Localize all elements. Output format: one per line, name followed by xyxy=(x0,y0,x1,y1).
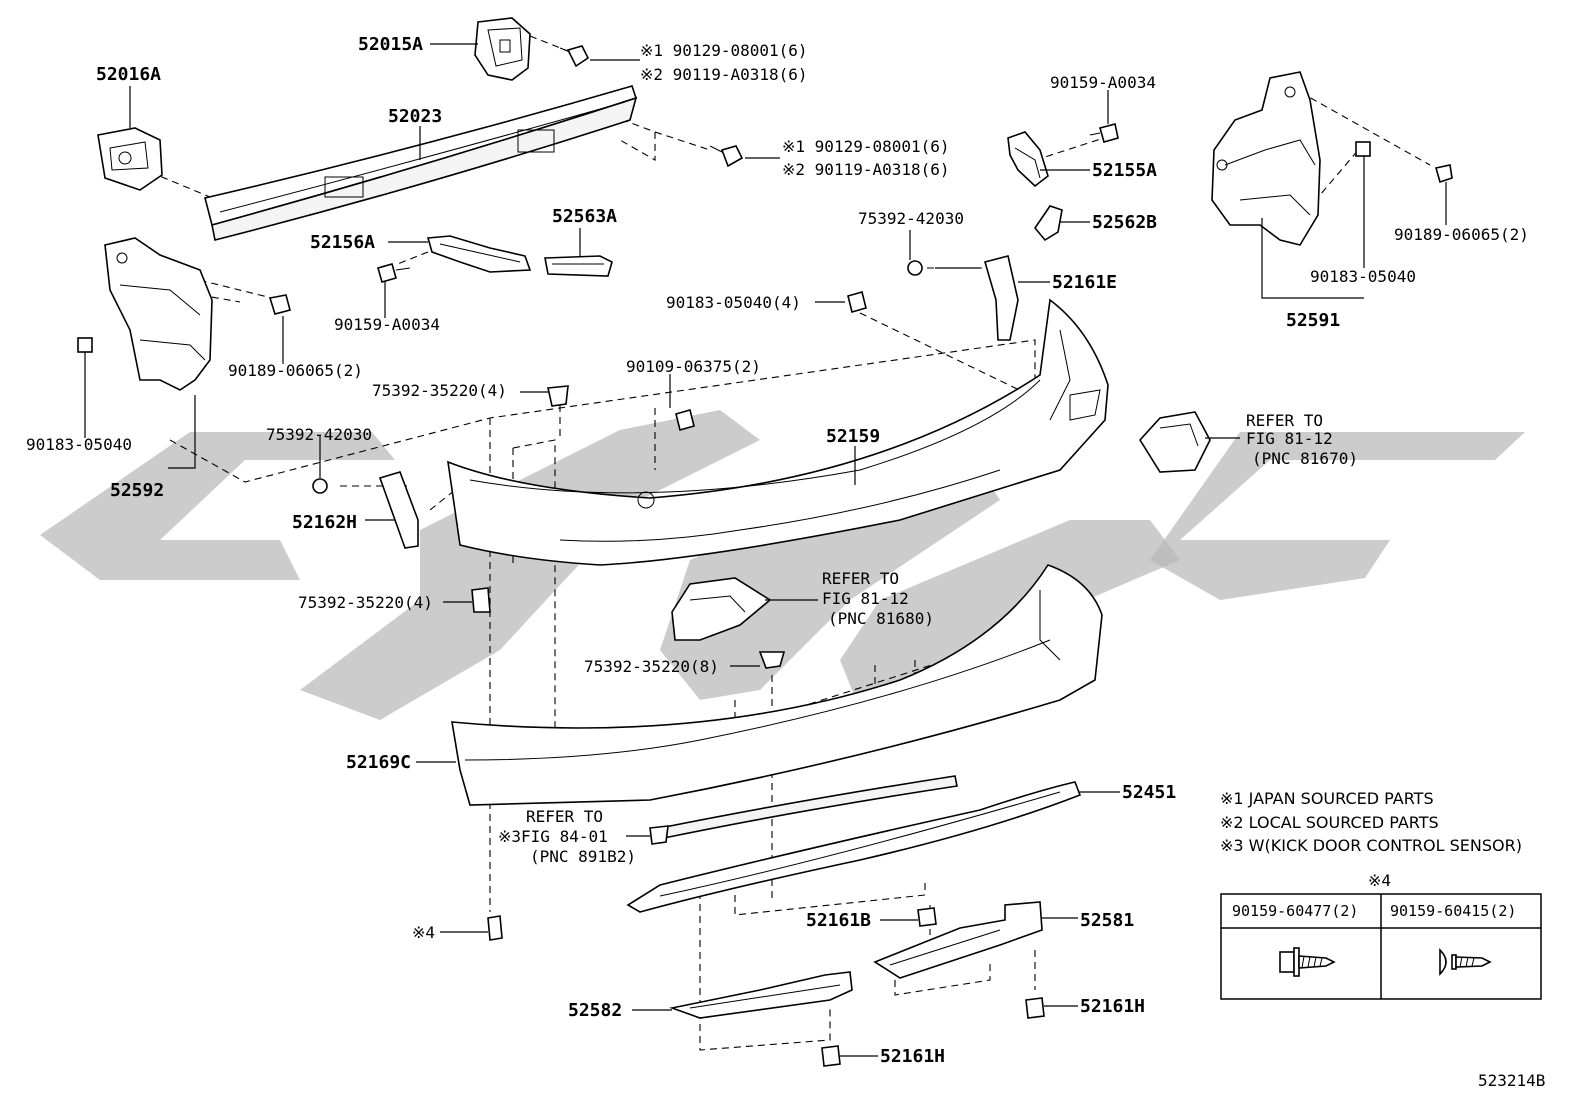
part-52582-undercover[interactable] xyxy=(669,971,853,1019)
label-top-bolt-1[interactable]: ※1 90129-08001(6) xyxy=(640,41,808,60)
x4-table-title: ※4 xyxy=(1368,871,1391,890)
label-90189-06065-right[interactable]: 90189-06065(2) xyxy=(1394,225,1529,244)
label-52016A[interactable]: 52016A xyxy=(96,64,161,85)
x4-table-col-2[interactable]: 90159-60415(2) xyxy=(1390,902,1516,920)
part-52562B-clip[interactable] xyxy=(1033,205,1063,242)
note-2: ※2 LOCAL SOURCED PARTS xyxy=(1220,813,1439,832)
part-52156A-retainer[interactable] xyxy=(426,235,532,273)
label-52563A[interactable]: 52563A xyxy=(552,206,617,227)
part-labels: 52015A 52016A 52023 52156A 52563A 52155A… xyxy=(96,34,1340,1067)
part-52581-undercover[interactable] xyxy=(873,901,1043,979)
leader-lines xyxy=(84,43,1447,1057)
bolt-icon xyxy=(487,915,503,941)
label-52169C[interactable]: 52169C xyxy=(346,752,411,773)
part-52563A-retainer[interactable] xyxy=(544,255,613,277)
label-mid-bolt-2[interactable]: ※2 90119-A0318(6) xyxy=(782,160,950,179)
flange-bolt-icon xyxy=(709,145,744,168)
label-52582[interactable]: 52582 xyxy=(568,1000,622,1021)
bolt-icon xyxy=(377,263,411,283)
label-52161H-right[interactable]: 52161H xyxy=(1080,996,1145,1017)
label-90183-05040-4[interactable]: 90183-05040(4) xyxy=(666,293,801,312)
label-90183-05040-right[interactable]: 90183-05040 xyxy=(1310,267,1416,286)
label-52161B[interactable]: 52161B xyxy=(806,910,871,931)
refer-81670-line3[interactable]: (PNC 81670) xyxy=(1252,449,1358,468)
label-75392-35220-8[interactable]: 75392-35220(8) xyxy=(584,657,719,676)
label-90183-05040-left[interactable]: 90183-05040 xyxy=(26,435,132,454)
nut-icon xyxy=(847,291,867,313)
bolt-icon xyxy=(312,478,328,494)
screw-icon xyxy=(268,294,291,315)
label-52592[interactable]: 52592 xyxy=(110,480,164,501)
refer-81680-line2[interactable]: FIG 81-12 xyxy=(822,589,909,608)
clip-icon xyxy=(758,651,786,669)
refer-81680-line3[interactable]: (PNC 81680) xyxy=(828,609,934,628)
part-52159-bumper-cover[interactable] xyxy=(447,298,1109,566)
label-52161E[interactable]: 52161E xyxy=(1052,272,1117,293)
bolt-icon xyxy=(1089,123,1119,143)
label-52562B[interactable]: 52562B xyxy=(1092,212,1157,233)
clip-icon xyxy=(917,907,937,927)
clip-nut-icon xyxy=(77,337,93,353)
diagram-id: 523214B xyxy=(1478,1071,1545,1090)
lamp-bracket-81670 xyxy=(1139,411,1211,473)
label-75392-35220-mid[interactable]: 75392-35220(4) xyxy=(298,593,433,612)
part-52451-moulding[interactable] xyxy=(626,775,1082,913)
label-52581[interactable]: 52581 xyxy=(1080,910,1134,931)
pan-head-screw-icon xyxy=(1439,948,1492,976)
label-90159-A0034-right[interactable]: 90159-A0034 xyxy=(1050,73,1156,92)
part-52161E-retainer[interactable] xyxy=(984,255,1019,341)
part-52162H-retainer[interactable] xyxy=(378,471,419,549)
clip-nut-icon xyxy=(1355,141,1371,157)
label-90189-06065-left[interactable]: 90189-06065(2) xyxy=(228,361,363,380)
refer-891B2-line2[interactable]: ※3FIG 84-01 xyxy=(498,827,608,846)
note-3: ※3 W(KICK DOOR CONTROL SENSOR) xyxy=(1220,836,1522,855)
label-top-bolt-2[interactable]: ※2 90119-A0318(6) xyxy=(640,65,808,84)
flange-hex-bolt-icon xyxy=(1279,947,1336,977)
part-52016A-bracket[interactable] xyxy=(97,127,163,191)
label-mid-bolt-1[interactable]: ※1 90129-08001(6) xyxy=(782,137,950,156)
lamp-bracket-81680 xyxy=(671,577,772,641)
bolt-icon xyxy=(675,409,695,431)
label-75392-42030-right[interactable]: 75392-42030 xyxy=(858,209,964,228)
clip-icon xyxy=(1025,997,1045,1019)
flange-bolt-icon xyxy=(559,45,590,68)
part-52591-bracket[interactable] xyxy=(1211,71,1321,246)
label-90159-A0034-left[interactable]: 90159-A0034 xyxy=(334,315,440,334)
label-75392-42030-left[interactable]: 75392-42030 xyxy=(266,425,372,444)
label-52591[interactable]: 52591 xyxy=(1286,310,1340,331)
label-52161H-bottom[interactable]: 52161H xyxy=(880,1046,945,1067)
clip-icon xyxy=(547,385,569,407)
refer-81670-line1[interactable]: REFER TO xyxy=(1246,411,1323,430)
x4-table-col-1[interactable]: 90159-60477(2) xyxy=(1232,902,1358,920)
screw-icon xyxy=(1434,164,1453,184)
refer-labels: REFER TO FIG 81-12 (PNC 81670) REFER TO … xyxy=(498,411,1358,866)
clip-icon xyxy=(471,587,491,613)
part-52592-bracket[interactable] xyxy=(104,237,213,391)
label-90109-06375[interactable]: 90109-06375(2) xyxy=(626,357,761,376)
refer-81670-line2[interactable]: FIG 81-12 xyxy=(1246,429,1333,448)
notes: ※1 JAPAN SOURCED PARTS ※2 LOCAL SOURCED … xyxy=(1220,789,1522,855)
label-52015A[interactable]: 52015A xyxy=(358,34,423,55)
refer-891B2-line3[interactable]: (PNC 891B2) xyxy=(530,847,636,866)
label-52023[interactable]: 52023 xyxy=(388,106,442,127)
part-52015A-bracket[interactable] xyxy=(474,17,531,81)
refer-891B2-line1[interactable]: REFER TO xyxy=(526,807,603,826)
part-52169C-lower-cover[interactable] xyxy=(451,564,1103,806)
part-52155A-bracket[interactable] xyxy=(1007,131,1049,188)
clip-icon xyxy=(821,1045,841,1067)
label-75392-35220-top[interactable]: 75392-35220(4) xyxy=(372,381,507,400)
note-1: ※1 JAPAN SOURCED PARTS xyxy=(1220,789,1434,808)
sensor-clip-icon xyxy=(649,825,669,845)
x4-fastener-table: ※4 90159-60477(2) 90159-60415(2) xyxy=(1220,871,1542,1000)
refer-81680-line1[interactable]: REFER TO xyxy=(822,569,899,588)
label-52162H[interactable]: 52162H xyxy=(292,512,357,533)
label-52159[interactable]: 52159 xyxy=(826,426,880,447)
label-52155A[interactable]: 52155A xyxy=(1092,160,1157,181)
label-x4[interactable]: ※4 xyxy=(412,923,435,942)
label-52451[interactable]: 52451 xyxy=(1122,782,1176,803)
bolt-icon xyxy=(907,260,923,276)
fastener-labels: ※1 90129-08001(6) ※2 90119-A0318(6) ※1 9… xyxy=(26,41,1529,942)
label-52156A[interactable]: 52156A xyxy=(310,232,375,253)
